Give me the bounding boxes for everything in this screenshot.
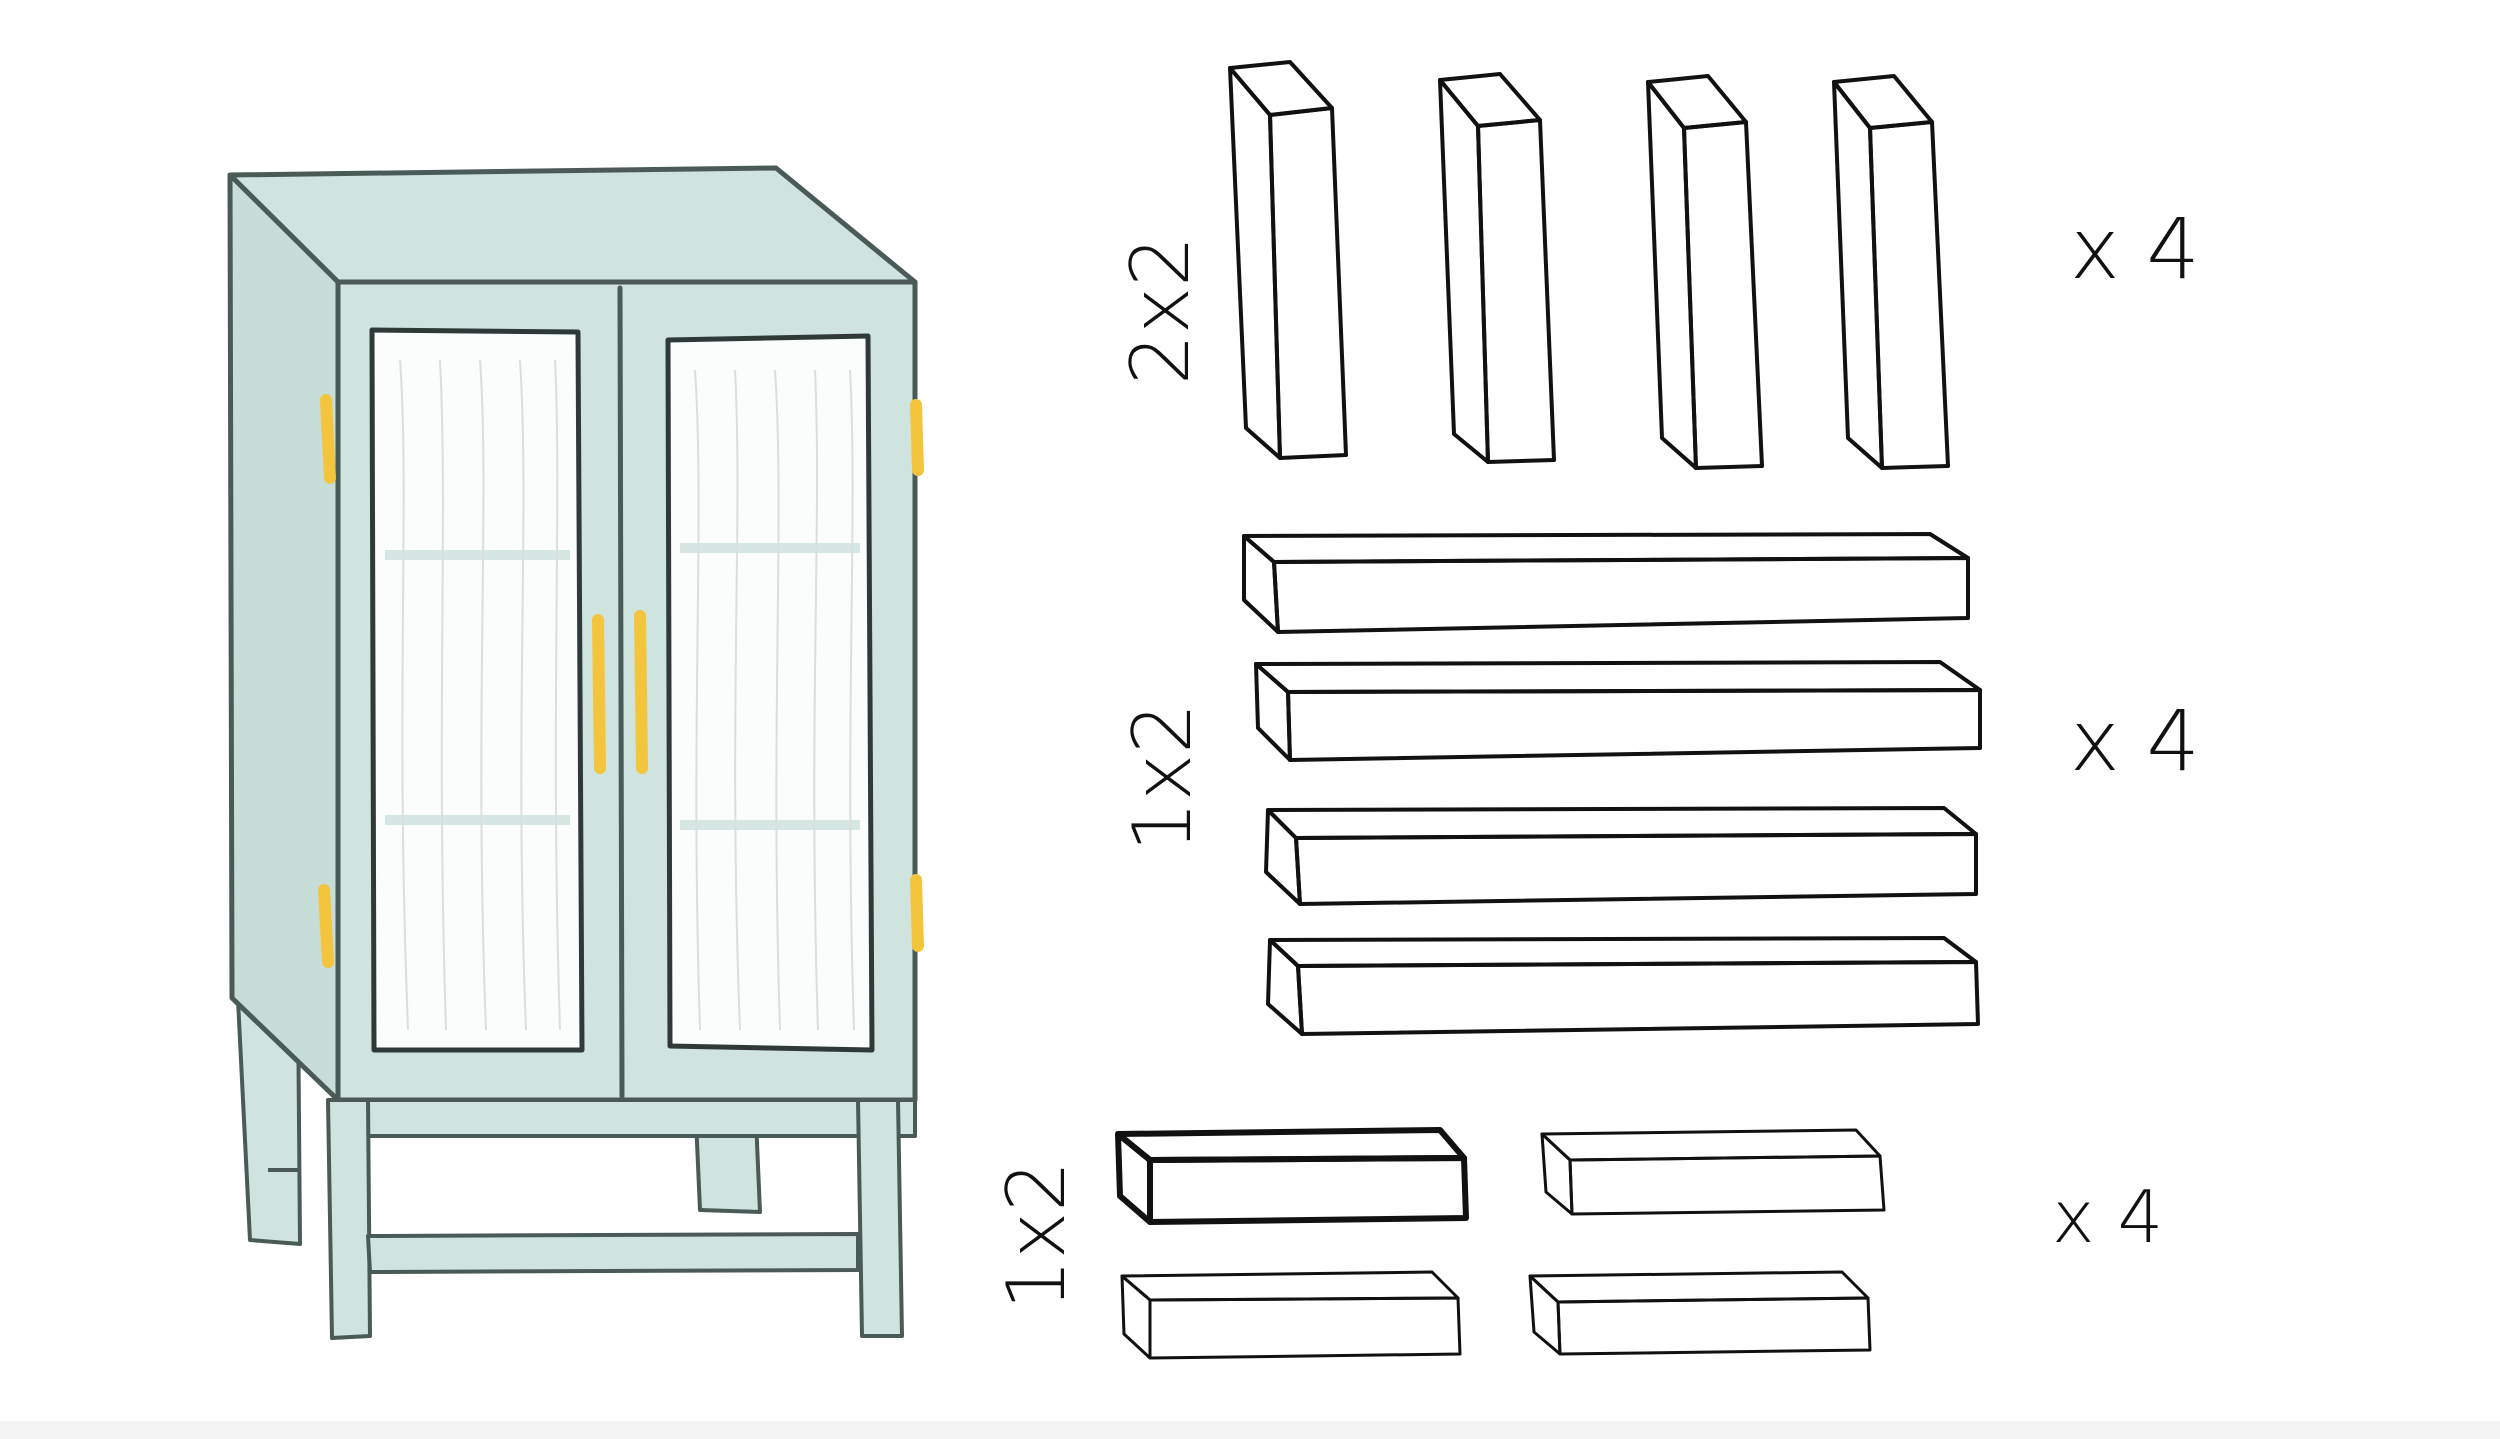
left-glass-door: [369, 327, 585, 1053]
rail-piece: [1254, 660, 1982, 762]
size-label: 1x2: [1116, 703, 1209, 852]
bottom-strip: [0, 1421, 2500, 1439]
rail-piece: [1266, 936, 1980, 1036]
hinge-left-top: [320, 394, 336, 484]
parts-group-rails-short: 1x2 x 4: [990, 1127, 2163, 1360]
cabinet-handles: [318, 394, 924, 968]
post-piece: [1646, 74, 1764, 470]
quantity-label: x 4: [2070, 200, 2200, 298]
post-piece: [1438, 72, 1556, 464]
cabinet-base: [268, 1098, 917, 1340]
cabinet-side: [227, 172, 341, 1103]
door-handle-left: [592, 614, 606, 774]
short-rail-piece: [1115, 1127, 1469, 1225]
parts-group-posts: 2x2 x 4: [1114, 60, 2200, 470]
size-label: 1x2: [990, 1161, 1083, 1310]
hinge-left-bottom: [318, 884, 334, 968]
right-glass-door: [665, 333, 875, 1053]
hinge-right-bottom: [910, 874, 924, 952]
quantity-label: x 4: [2070, 692, 2200, 790]
cabinet-illustration: [227, 165, 924, 1340]
door-handle-right: [634, 610, 648, 774]
rail-piece: [1264, 806, 1978, 906]
hinge-right-top: [910, 399, 924, 476]
size-label: 2x2: [1114, 236, 1207, 385]
post-piece: [1228, 60, 1348, 460]
short-rail-piece: [1528, 1270, 1872, 1356]
rail-piece: [1242, 532, 1970, 634]
parts-group-rails-long: 1x2 x 4: [1116, 532, 2200, 1036]
short-rail-piece: [1540, 1128, 1886, 1216]
short-rail-piece: [1120, 1270, 1462, 1360]
post-piece: [1832, 74, 1950, 470]
quantity-label: x 4: [2052, 1175, 2163, 1259]
cabinet-top: [227, 165, 918, 285]
